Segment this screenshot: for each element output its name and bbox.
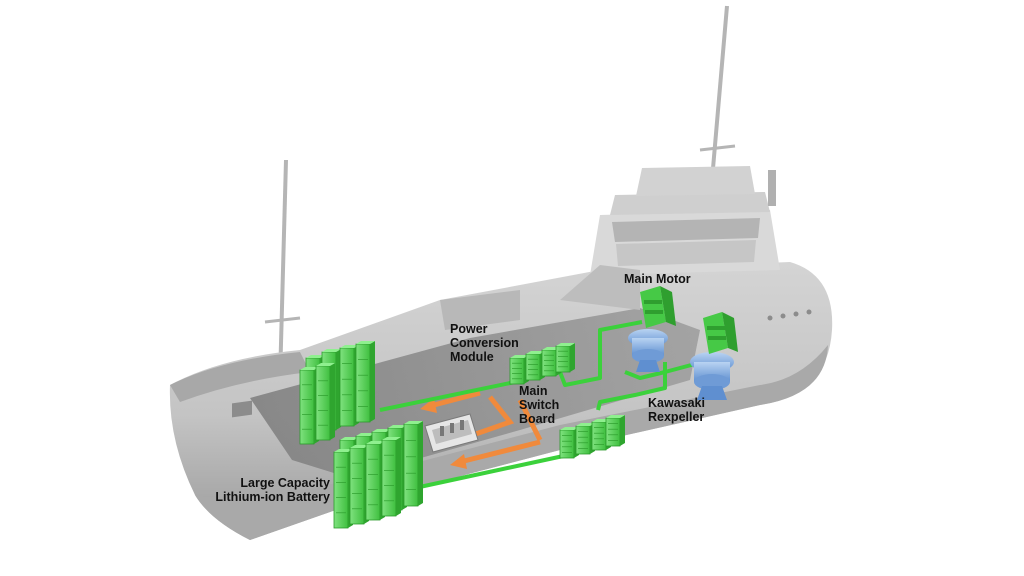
label-battery-line1: Large Capacity [240, 476, 330, 490]
main-motor-left [640, 286, 676, 328]
label-rexpeller-line1: Kawasaki [648, 396, 705, 410]
label-rexpeller-line2: Rexpeller [648, 410, 705, 424]
label-pcm-line2: Conversion [450, 336, 519, 350]
label-battery: Large Capacity Lithium-ion Battery [190, 476, 330, 504]
generator-engine [424, 413, 479, 453]
label-msb-line1: Main [519, 384, 548, 398]
main-switch-board [559, 415, 625, 459]
label-pcm-line3: Module [450, 350, 494, 364]
mast [264, 5, 736, 381]
label-battery-line2: Lithium-ion Battery [215, 490, 330, 504]
label-main-motor-text: Main Motor [624, 272, 691, 286]
label-msb-line3: Board [519, 412, 556, 426]
label-main-switch-board: Main Switch Board [519, 384, 559, 426]
main-motor-right [703, 312, 738, 354]
label-main-motor: Main Motor [624, 272, 691, 286]
label-power-conversion-module: Power Conversion Module [450, 322, 519, 364]
rexpeller-right [690, 352, 734, 400]
battery-module [355, 341, 375, 423]
battery-stacks [299, 341, 423, 529]
power-cables [379, 320, 711, 490]
label-msb-line2: Switch [519, 398, 560, 412]
power-flow-arrows [420, 390, 543, 469]
battery-module [381, 437, 401, 517]
battery-module [315, 363, 335, 441]
battery-module [403, 421, 423, 507]
superstructure [440, 166, 780, 330]
pcm-cabinet [555, 343, 575, 373]
battery-module [349, 445, 369, 525]
label-pcm-line1: Power [450, 322, 488, 336]
label-kawasaki-rexpeller: Kawasaki Rexpeller [648, 396, 705, 424]
switchboard-cabinet [605, 415, 625, 447]
power-conversion-module [509, 343, 575, 385]
rexpeller-left [628, 329, 668, 372]
